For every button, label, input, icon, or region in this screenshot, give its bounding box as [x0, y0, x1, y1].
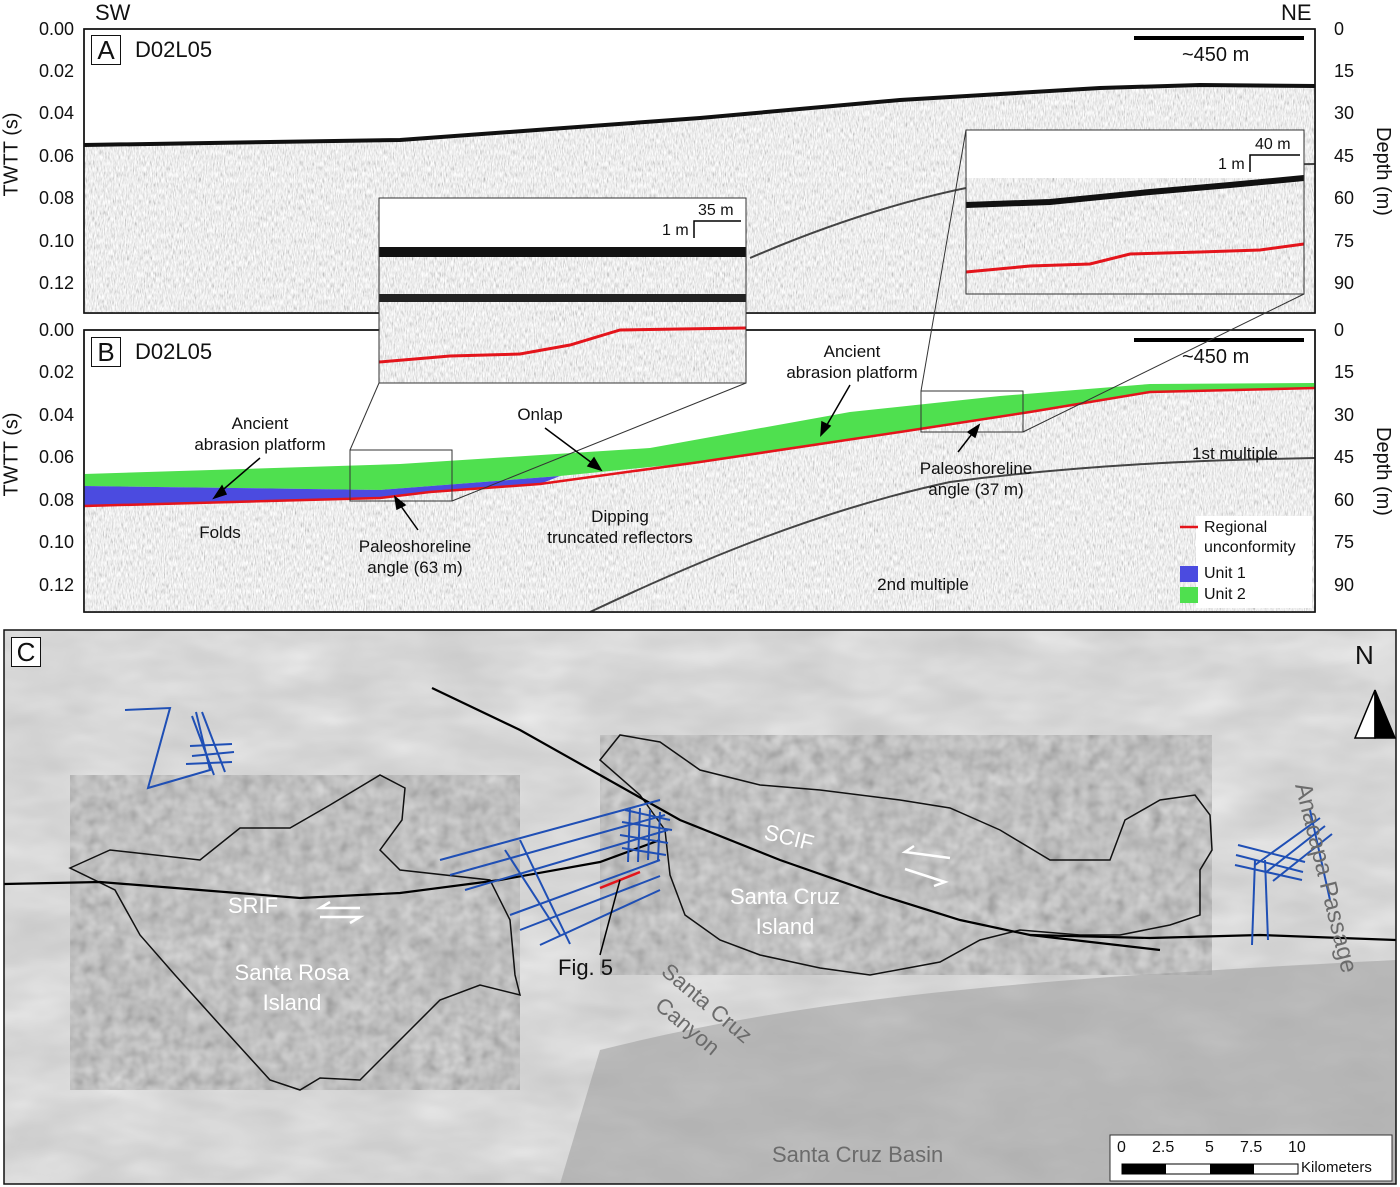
b-left-tick-1: 0.02 [38, 362, 74, 382]
inset-left-seismic [379, 252, 746, 383]
annotation-2nd-multiple: 2nd multiple [877, 575, 969, 594]
scalebar-units: Kilometers [1301, 1159, 1372, 1176]
a-left-tick-4: 0.08 [38, 188, 74, 208]
compass-sw-label: SW [95, 0, 131, 25]
basin-label: Santa Cruz Basin [772, 1142, 944, 1167]
inset-left-h-scale: 35 m [698, 202, 734, 219]
scif-fault [431, 687, 1161, 952]
scalebar-tick-4: 10 [1288, 1139, 1306, 1156]
scalebar-tick-0: 0 [1117, 1139, 1126, 1156]
legend-swatch-unit2 [1180, 587, 1198, 603]
unit-1-area [84, 476, 560, 506]
b-right-tick-6: 90 [1334, 575, 1355, 595]
b-left-tick-4: 0.08 [38, 490, 74, 510]
santa-rosa-island-label: Santa Rosa Island [234, 960, 350, 1015]
panel-a-letter: A [91, 35, 121, 65]
b-right-tick-2: 30 [1334, 405, 1355, 425]
b-right-tick-4: 60 [1334, 490, 1355, 510]
a-right-tick-4: 60 [1334, 188, 1355, 208]
panel-b-letter: B [91, 337, 121, 367]
a-right-tick-5: 75 [1334, 231, 1355, 251]
unit-2-area [84, 383, 1315, 490]
panel-b-scale-label: ~450 m [1182, 346, 1250, 368]
b-right-tick-5: 75 [1334, 532, 1355, 552]
a-left-tick-6: 0.12 [38, 273, 74, 293]
panel-a-profile-id: D02L05 [135, 37, 213, 62]
annotation-abrasion-left: Ancient abrasion platform [194, 414, 326, 454]
b-left-tick-6: 0.12 [38, 575, 74, 595]
annotation-paleo-37: Paleoshoreline angle (37 m) [919, 459, 1033, 499]
a-left-tick-5: 0.10 [38, 231, 74, 251]
panel-b-profile-id: D02L05 [135, 339, 213, 364]
a-right-axis-title: Depth (m) [1371, 127, 1394, 216]
a-right-tick-6: 90 [1334, 273, 1355, 293]
legend-unit2-label: Unit 2 [1204, 586, 1246, 603]
annotation-onlap: Onlap [517, 405, 563, 424]
a-right-tick-2: 30 [1334, 103, 1355, 123]
santa-cruz-island-label: Santa Cruz Island [729, 884, 841, 939]
a-right-tick-0: 0 [1334, 19, 1345, 39]
inset-left-scale [693, 220, 741, 238]
a-right-tick-1: 15 [1334, 61, 1355, 81]
a-left-tick-1: 0.02 [38, 61, 74, 81]
b-left-axis-title: TWTT (s) [0, 412, 23, 497]
inset-right-v-scale: 1 m [1218, 156, 1245, 173]
b-right-axis-title: Depth (m) [1371, 427, 1394, 516]
b-right-tick-0: 0 [1334, 320, 1345, 340]
b-right-tick-1: 15 [1334, 362, 1355, 382]
inset-right-scale [1249, 154, 1300, 172]
a-left-tick-3: 0.06 [38, 146, 74, 166]
a-left-tick-0: 0.00 [38, 19, 74, 39]
b-left-tick-3: 0.06 [38, 447, 74, 467]
srif-fault [4, 838, 661, 900]
panel-a-seafloor [83, 82, 1316, 147]
srif-label: SRIF [228, 893, 279, 918]
santa-cruz-basin-area [560, 960, 1396, 1184]
b-right-tick-3: 45 [1334, 447, 1355, 467]
fig5-label: Fig. 5 [558, 955, 614, 980]
panel-a-scale-label: ~450 m [1182, 44, 1250, 66]
annotation-paleo-63: Paleoshoreline angle (63 m) [358, 537, 472, 577]
scalebar-tick-2: 5 [1205, 1139, 1214, 1156]
a-left-axis-title: TWTT (s) [0, 112, 23, 197]
a-right-tick-3: 45 [1334, 146, 1355, 166]
inset-right-h-scale: 40 m [1255, 136, 1291, 153]
legend-box [1196, 516, 1312, 608]
regional-unconformity-line [83, 386, 1316, 508]
annotation-1st-multiple: 1st multiple [1192, 444, 1278, 463]
compass-ne-label: NE [1281, 0, 1312, 25]
panel-b-2nd-multiple [589, 457, 1316, 613]
a-left-tick-2: 0.04 [38, 103, 74, 123]
annotation-abrasion-right: Ancient abrasion platform [786, 342, 918, 382]
b-left-tick-2: 0.04 [38, 405, 74, 425]
legend-swatch-unit1 [1180, 566, 1198, 582]
inset-left-v-scale: 1 m [662, 222, 689, 239]
north-label: N [1355, 640, 1374, 670]
b-left-tick-0: 0.00 [38, 320, 74, 340]
b-left-tick-5: 0.10 [38, 532, 74, 552]
legend-unit1-label: Unit 1 [1204, 565, 1246, 582]
annotation-folds: Folds [199, 523, 241, 542]
survey-tracklines [124, 706, 1333, 946]
scalebar-tick-1: 2.5 [1152, 1139, 1175, 1156]
legend-unconformity-label: Regional unconformity [1204, 519, 1296, 556]
panel-c-letter: C [11, 637, 41, 667]
annotation-dipping: Dipping truncated reflectors [547, 507, 693, 547]
scalebar-tick-3: 7.5 [1240, 1139, 1263, 1156]
